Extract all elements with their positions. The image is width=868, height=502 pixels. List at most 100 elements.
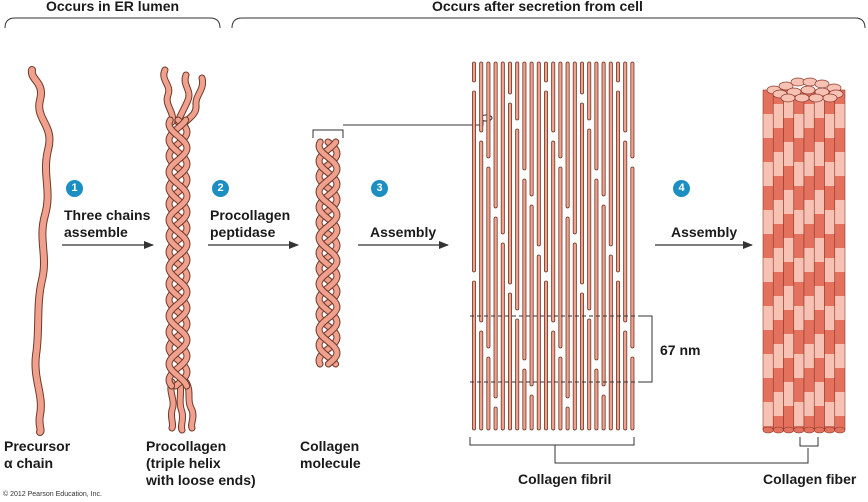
- fibril-segment-18-1: [594, 61, 599, 171]
- fibril-column-6: [507, 61, 512, 431]
- fiber-band-5-6: [804, 200, 815, 224]
- fibril-column-23: [630, 61, 635, 431]
- collagen-fiber: [762, 77, 846, 434]
- step-1-label-line-2: assemble: [64, 224, 128, 240]
- fibril-segment-8-1: [522, 61, 527, 171]
- fiber-band-5-14: [804, 392, 815, 416]
- fiber-band-7-6: [824, 210, 835, 234]
- fibril-to-fiber-link: [554, 445, 809, 464]
- fiber-band-1-6: [763, 210, 774, 234]
- fiber-top-ends: [766, 77, 844, 103]
- fiber-band-8-6: [834, 200, 845, 224]
- fibril-segment-1-3: [471, 280, 476, 431]
- fibril-segment-4-2: [493, 216, 498, 399]
- fiber-rod-3: [783, 89, 795, 431]
- fibril-segment-22-2: [623, 140, 628, 323]
- er-lumen-header: Occurs in ER lumen: [46, 0, 180, 14]
- fibril-segment-3-2: [486, 166, 491, 349]
- fiber-band-3-12: [783, 334, 794, 358]
- fibril-segment-14-2: [565, 216, 570, 399]
- procollagen-caption-line-2: (triple helix: [146, 455, 221, 471]
- fiber-band-7-7: [824, 234, 835, 258]
- fibril-segment-9-3: [529, 394, 534, 431]
- fiber-band-5-2: [804, 104, 815, 128]
- fibril-segment-7-1: [515, 61, 520, 121]
- fiber-rod-bottom-2: [772, 426, 784, 434]
- procollagen-helix-strand-3: [165, 116, 191, 390]
- step-2-label-line-1: Procollagen: [210, 207, 291, 223]
- fiber-band-5-10: [804, 296, 815, 320]
- step-1-badge: 1: [66, 180, 83, 197]
- fibril-column-9: [529, 61, 534, 431]
- fiber-band-4-1: [793, 90, 804, 114]
- fibril-segment-11-2: [544, 90, 549, 273]
- procollagen-caption-line-1: Procollagen: [146, 438, 227, 454]
- fiber-band-3-9: [783, 262, 794, 286]
- fibril-column-21: [616, 61, 621, 431]
- fiber-band-2-2: [773, 104, 784, 128]
- fibril-column-15: [572, 61, 577, 431]
- procollagen-caption-line-3: with loose ends): [146, 472, 256, 488]
- fibril-segment-9-2: [529, 204, 534, 387]
- fibril-segment-1-2: [471, 90, 476, 273]
- fibril-segment-21-3: [616, 280, 621, 431]
- step-4-label: Assembly: [671, 224, 738, 240]
- fibril-segment-8-2: [522, 178, 527, 361]
- fiber-band-5-8: [804, 248, 815, 272]
- fiber-band-8-14: [834, 392, 845, 416]
- fibril-segment-23-3: [630, 356, 635, 431]
- fiber-rod-bottom-8: [834, 426, 846, 434]
- fiber-band-8-13: [834, 368, 845, 392]
- fiber-rod-end-12: [780, 93, 796, 103]
- molecule-caption-line-2: molecule: [300, 455, 361, 471]
- fiber-band-6-12: [814, 334, 825, 358]
- step-3-badge: 3: [371, 180, 388, 197]
- fiber-band-2-10: [773, 296, 784, 320]
- fibril-column-16: [580, 61, 585, 431]
- fiber-band-2-15: [773, 416, 784, 430]
- secretion-brace: [231, 17, 866, 29]
- fiber-band-2-13: [773, 368, 784, 392]
- fiber-band-1-2: [763, 114, 774, 138]
- step-2-badge: 2: [212, 180, 229, 197]
- fibril-segment-19-1: [601, 61, 606, 197]
- fiber-band-1-11: [763, 330, 774, 354]
- fiber-band-6-13: [814, 358, 825, 382]
- fiber-band-4-3: [793, 138, 804, 162]
- fiber-band-6-14: [814, 382, 825, 406]
- fiber-band-2-11: [773, 320, 784, 344]
- fibril-column-8: [522, 61, 527, 431]
- fibril-segment-6-2: [507, 102, 512, 285]
- fiber-bottom-bracket: [799, 437, 819, 447]
- fibril-segment-15-1: [572, 61, 577, 235]
- fiber-band-1-1: [763, 90, 774, 114]
- fiber-band-8-5: [834, 176, 845, 200]
- fiber-rod-bottom-6: [813, 426, 825, 434]
- fibril-column-11: [544, 61, 549, 431]
- fiber-band-6-11: [814, 310, 825, 334]
- fibril-segment-21-1: [616, 61, 621, 83]
- fibril-segment-12-1: [551, 61, 556, 133]
- fibril-segment-14-3: [565, 406, 570, 431]
- molecule-caption-line-1: Collagen: [300, 438, 360, 454]
- fibril-column-14: [565, 61, 570, 431]
- fiber-band-4-4: [793, 162, 804, 186]
- fiber-rod-bottom-1: [762, 426, 774, 434]
- fiber-rod-bottom-5: [803, 426, 815, 434]
- fibril-segment-13-1: [558, 61, 563, 159]
- fiber-band-3-10: [783, 286, 794, 310]
- fiber-band-8-11: [834, 320, 845, 344]
- fiber-band-5-4: [804, 152, 815, 176]
- fibril-segment-7-3: [515, 318, 520, 431]
- fiber-band-4-10: [793, 306, 804, 330]
- fiber-band-1-7: [763, 234, 774, 258]
- fiber-rod-end-13: [794, 93, 810, 103]
- fiber-rod-6: [813, 89, 825, 431]
- fiber-band-4-8: [793, 258, 804, 282]
- fiber-band-1-14: [763, 402, 774, 426]
- fiber-band-7-3: [824, 138, 835, 162]
- fibril-column-17: [587, 61, 592, 431]
- fiber-band-5-13: [804, 368, 815, 392]
- fiber-band-7-14: [824, 402, 835, 426]
- fibril-segment-22-3: [623, 330, 628, 431]
